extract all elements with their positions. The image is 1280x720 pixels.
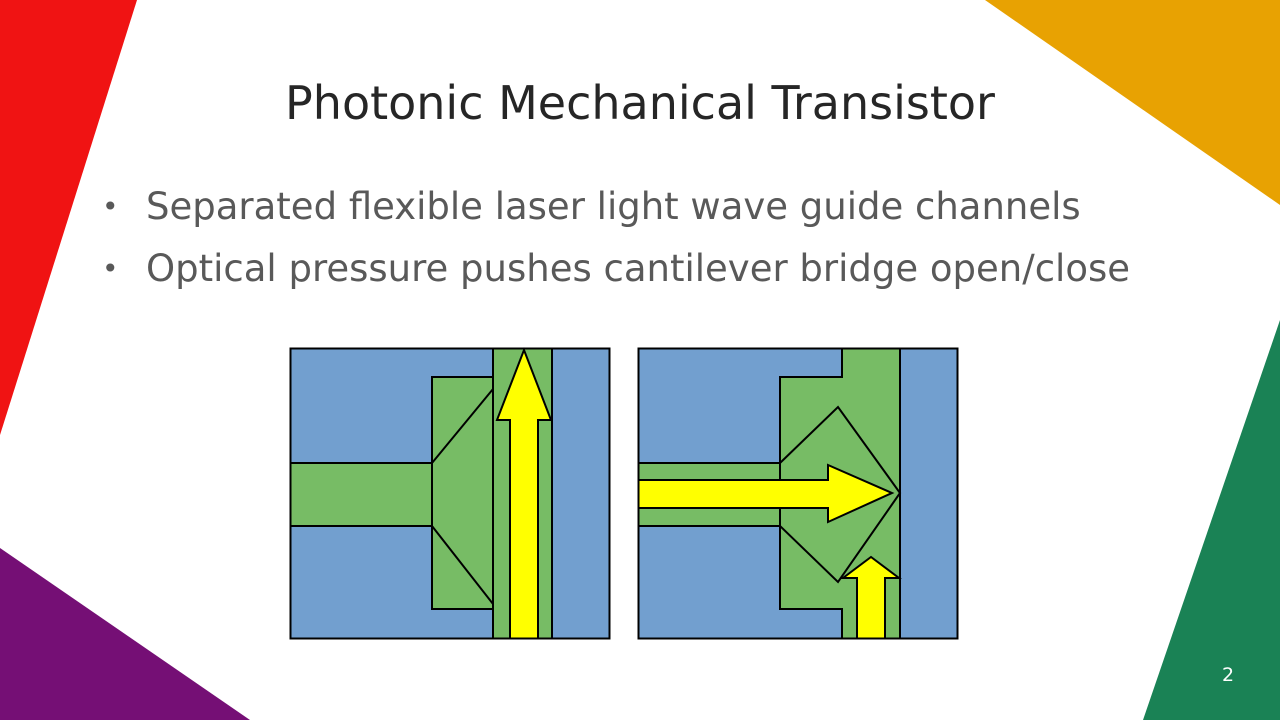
bullet-dot-icon: • xyxy=(102,190,119,223)
bullet-dot-icon: • xyxy=(102,252,119,285)
open-state-panel xyxy=(637,347,959,640)
red-corner-shape xyxy=(0,0,137,435)
green-corner-shape xyxy=(1143,320,1280,720)
slide-title: Photonic Mechanical Transistor xyxy=(285,76,995,130)
closed-state-panel xyxy=(289,347,611,640)
small-upward-light-arrow xyxy=(840,555,902,640)
upward-light-arrow xyxy=(495,347,553,640)
horizontal-light-arrow xyxy=(637,463,895,524)
bullet-list: • Separated flexible laser light wave gu… xyxy=(100,178,1130,302)
bullet-text: Separated flexible laser light wave guid… xyxy=(146,185,1081,228)
purple-corner-shape xyxy=(0,548,250,720)
orange-corner-shape xyxy=(985,0,1280,205)
cantilever-bridge xyxy=(431,386,494,607)
bullet-item: • Optical pressure pushes cantilever bri… xyxy=(100,240,1130,302)
transistor-diagram xyxy=(289,347,959,640)
bullet-text: Optical pressure pushes cantilever bridg… xyxy=(146,247,1131,290)
bullet-item: • Separated flexible laser light wave gu… xyxy=(100,178,1130,240)
page-number: 2 xyxy=(1221,664,1235,686)
